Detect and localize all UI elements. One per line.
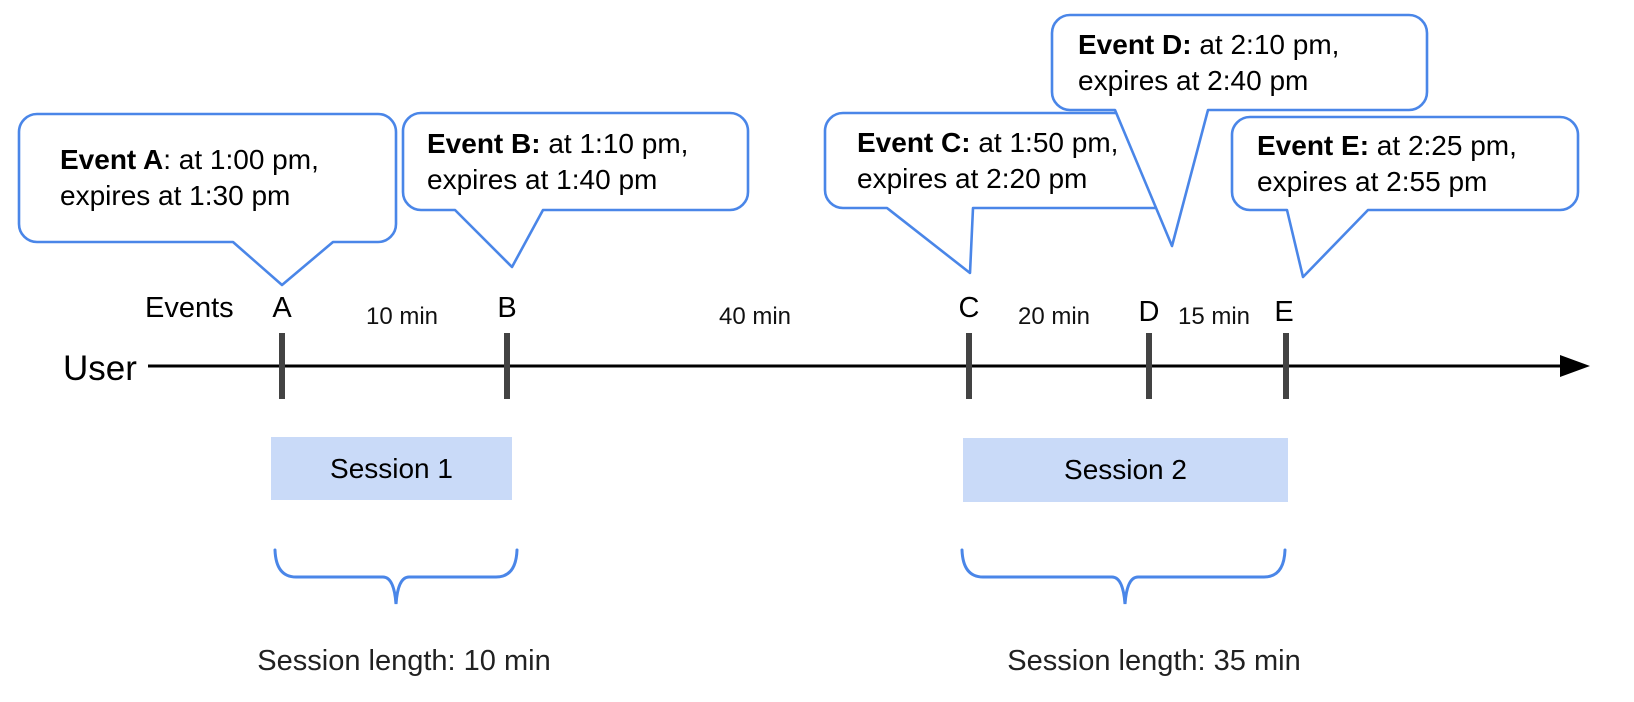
- tick-c: [966, 333, 972, 399]
- event-d-time: at 2:10 pm,: [1191, 28, 1340, 60]
- event-d-line1: Event D: at 2:10 pm,: [1078, 27, 1427, 63]
- event-e-expiry: expires at 2:55 pm: [1257, 165, 1488, 197]
- session-2-length-caption: Session length: 35 min: [1007, 645, 1301, 677]
- event-e-title: Event E:: [1257, 129, 1370, 161]
- interval-label-b-c: 40 min: [718, 303, 792, 330]
- session-1-box: [271, 437, 512, 500]
- event-a-time: : at 1:00 pm,: [163, 144, 319, 175]
- mark-label-e: E: [1274, 296, 1294, 328]
- mark-label-a: A: [272, 292, 292, 324]
- event-b-title: Event B:: [427, 127, 541, 159]
- mark-label-c: C: [958, 292, 980, 324]
- event-c-line1: Event C: at 1:50 pm,: [857, 125, 1178, 161]
- event-d-bubble-text: Event D: at 2:10 pm, expires at 2:40 pm: [1052, 15, 1427, 110]
- tick-d: [1146, 333, 1152, 399]
- event-a-bubble-text: Event A: at 1:00 pm, expires at 1:30 pm: [19, 114, 396, 242]
- interval-label-a-b: 10 min: [365, 303, 439, 330]
- session-2-box: [963, 438, 1288, 502]
- event-e-line1: Event E: at 2:25 pm,: [1257, 128, 1578, 164]
- event-c-time: at 1:50 pm,: [970, 126, 1119, 158]
- event-c-title: Event C:: [857, 126, 971, 158]
- timeline-arrowhead: [1560, 355, 1590, 377]
- event-a-bubble-shape: [17, 112, 398, 287]
- event-a-title: Event A: [60, 144, 164, 175]
- event-b-expiry: expires at 1:40 pm: [427, 163, 658, 195]
- event-c-expiry: expires at 2:20 pm: [857, 162, 1088, 194]
- tick-a: [279, 333, 285, 399]
- events-axis-label: Events: [145, 292, 234, 324]
- tick-e: [1283, 333, 1289, 399]
- mark-label-d: D: [1138, 296, 1160, 328]
- session-2-brace: [960, 548, 1287, 605]
- event-c-bubble-text: Event C: at 1:50 pm, expires at 2:20 pm: [825, 113, 1178, 208]
- session-1-label: Session 1: [330, 452, 453, 484]
- event-b-bubble-text: Event B: at 1:10 pm, expires at 1:40 pm: [403, 113, 748, 210]
- event-b-line1: Event B: at 1:10 pm,: [427, 126, 748, 162]
- event-a-line1: Event A: at 1:00 pm,: [60, 142, 396, 178]
- event-d-bubble-shape: [1050, 13, 1429, 248]
- tick-b: [504, 333, 510, 399]
- event-e-bubble-shape: [1230, 115, 1580, 279]
- interval-label-d-e: 15 min: [1177, 303, 1251, 330]
- event-e-bubble-text: Event E: at 2:25 pm, expires at 2:55 pm: [1232, 117, 1578, 210]
- interval-label-c-d: 20 min: [1017, 303, 1091, 330]
- event-a-expiry: expires at 1:30 pm: [60, 180, 291, 211]
- session-1-brace: [273, 548, 519, 605]
- event-d-title: Event D:: [1078, 28, 1192, 60]
- user-axis-label: User: [63, 349, 137, 388]
- event-b-bubble-shape: [401, 111, 750, 269]
- event-e-time: at 2:25 pm,: [1369, 129, 1517, 161]
- session-2-label: Session 2: [1064, 454, 1187, 485]
- session-1-length-caption: Session length: 10 min: [257, 645, 551, 677]
- event-d-expiry: expires at 2:40 pm: [1078, 64, 1309, 96]
- mark-label-b: B: [497, 292, 517, 324]
- event-b-time: at 1:10 pm,: [540, 127, 689, 159]
